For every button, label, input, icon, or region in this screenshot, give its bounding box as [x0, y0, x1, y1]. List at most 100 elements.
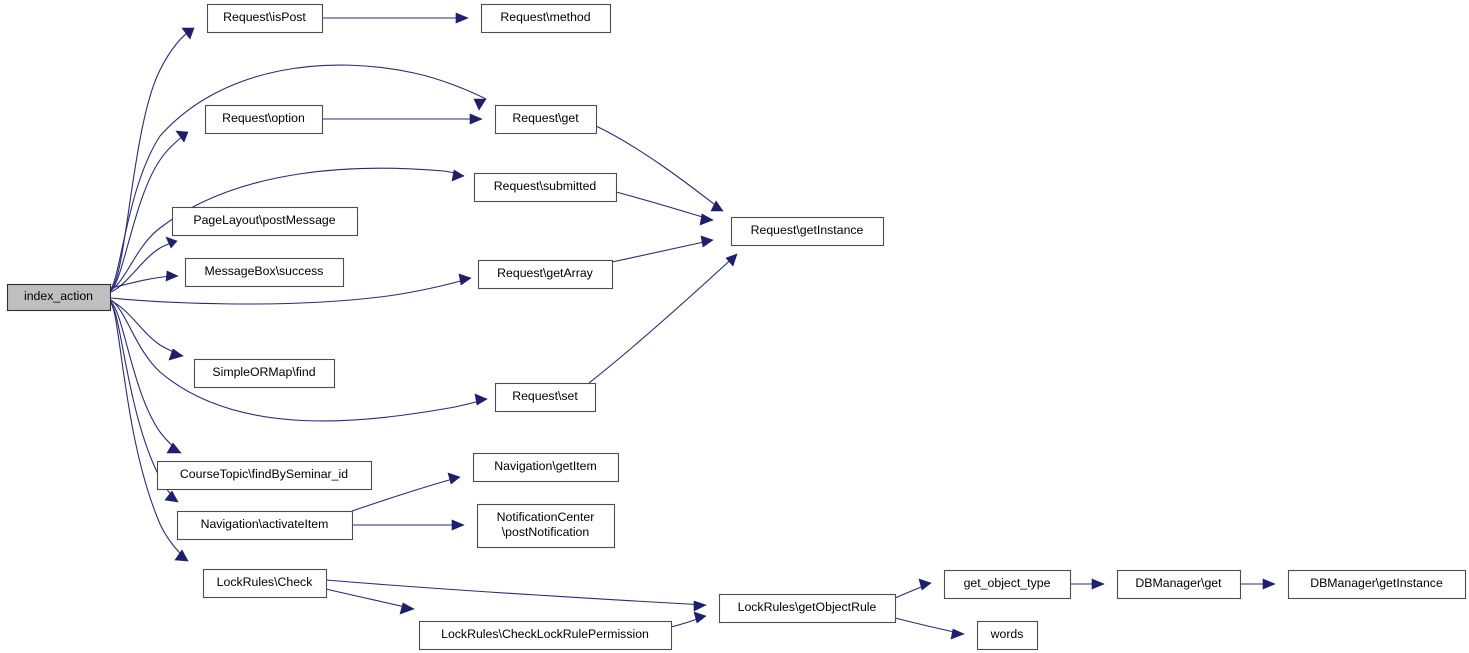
node-words[interactable]: words [976, 620, 1039, 651]
edge-get-to-getInstance [595, 125, 724, 212]
arrow-head-icon [165, 270, 179, 282]
arrow-head-icon [447, 472, 461, 485]
node-getInstance[interactable]: Request\getInstance [730, 216, 885, 247]
edge-line [110, 277, 472, 305]
arrow-head-icon [693, 611, 707, 624]
arrow-head-icon [175, 130, 189, 143]
node-label: LockRules\CheckLockRulePermission [441, 627, 649, 641]
node-box[interactable] [1116, 569, 1242, 600]
node-box[interactable] [1287, 569, 1467, 600]
node-label: Request\get [512, 111, 579, 125]
edge-index_action-to-isPost [110, 27, 195, 291]
arrow-head-icon [693, 600, 707, 612]
node-method[interactable]: Request\method [480, 3, 612, 34]
node-dbgetInstance[interactable]: DBManager\getInstance [1287, 569, 1467, 600]
arrow-head-icon [165, 236, 178, 249]
node-label: LockRules\Check [217, 575, 314, 589]
node-get[interactable]: Request\get [494, 104, 598, 135]
arrow-head-icon [164, 490, 179, 503]
node-label: Request\set [512, 389, 578, 403]
node-getArray[interactable]: Request\getArray [477, 259, 614, 290]
node-checkPerm[interactable]: LockRules\CheckLockRulePermission [418, 620, 673, 651]
arrow-head-icon [1091, 578, 1105, 590]
node-box[interactable] [943, 569, 1072, 600]
edge-checkPerm-to-getObjectRule [670, 611, 707, 628]
node-box[interactable] [976, 620, 1039, 651]
node-box[interactable] [480, 3, 612, 34]
edge-line [110, 240, 178, 293]
edge-index_action-to-postMessage [110, 236, 178, 293]
edge-index_action-to-check [110, 302, 189, 562]
node-getItem[interactable]: Navigation\getItem [472, 452, 620, 483]
node-box[interactable] [718, 593, 897, 624]
node-find[interactable]: SimpleORMap\find [193, 358, 336, 389]
node-activateItem[interactable]: Navigation\activateItem [176, 510, 354, 541]
edge-isPost-to-method [322, 12, 469, 24]
arrow-head-icon [699, 213, 714, 226]
edge-line [325, 588, 415, 610]
node-option[interactable]: Request\option [204, 104, 324, 135]
node-get_object_type[interactable]: get_object_type [943, 569, 1072, 600]
edge-submitted-to-getInstance [615, 191, 714, 226]
edge-option-to-get [322, 113, 483, 125]
edge-check-to-getObjectRule [325, 579, 707, 612]
node-index_action[interactable]: index_action [6, 283, 112, 312]
node-box[interactable] [6, 283, 112, 312]
node-box[interactable] [494, 104, 598, 135]
node-box[interactable] [418, 620, 673, 651]
edge-getArray-to-getInstance [611, 235, 714, 263]
node-box[interactable] [476, 503, 616, 549]
edge-activateItem-to-getItem [351, 472, 461, 512]
node-box[interactable] [156, 460, 373, 491]
edge-index_action-to-find [110, 300, 184, 361]
node-box[interactable] [477, 259, 614, 290]
edge-check-to-checkPerm [325, 588, 415, 615]
node-set[interactable]: Request\set [494, 382, 597, 413]
arrow-head-icon [725, 253, 738, 267]
node-box[interactable] [204, 104, 324, 135]
node-box[interactable] [176, 510, 354, 541]
node-label: Request\option [222, 111, 305, 125]
edge-set-to-getInstance [588, 253, 738, 384]
edge-line [110, 167, 465, 291]
node-label: MessageBox\success [205, 264, 324, 278]
node-isPost[interactable]: Request\isPost [206, 3, 324, 34]
node-postMessage[interactable]: PageLayout\postMessage [171, 206, 359, 237]
node-box[interactable] [202, 568, 328, 599]
node-findBySeminar[interactable]: CourseTopic\findBySeminar_id [156, 460, 373, 491]
node-label: Request\method [500, 10, 590, 24]
arrow-head-icon [473, 98, 487, 111]
node-box[interactable] [206, 3, 324, 34]
arrow-head-icon [166, 442, 182, 454]
node-label: Request\getArray [497, 266, 594, 280]
edge-line [110, 301, 182, 454]
edge-line [110, 302, 189, 562]
arrow-head-icon [455, 12, 469, 24]
node-dbget[interactable]: DBManager\get [1116, 569, 1242, 600]
node-box[interactable] [472, 452, 620, 483]
node-box[interactable] [193, 358, 336, 389]
node-box[interactable] [730, 216, 885, 247]
edge-index_action-to-activateItem [110, 302, 179, 503]
arrow-head-icon [710, 200, 724, 212]
edge-line [351, 476, 461, 512]
node-box[interactable] [473, 172, 618, 203]
edge-dbget-to-dbgetInstance [1240, 578, 1276, 590]
edge-index_action-to-success [110, 270, 179, 289]
node-box[interactable] [171, 206, 359, 237]
arrow-head-icon [451, 169, 465, 182]
node-box[interactable] [494, 382, 597, 413]
node-check[interactable]: LockRules\Check [202, 568, 328, 599]
node-submitted[interactable]: Request\submitted [473, 172, 618, 203]
node-getObjectRule[interactable]: LockRules\getObjectRule [718, 593, 897, 624]
node-label: NotificationCenter\postNotification [497, 510, 595, 539]
arrow-head-icon [168, 348, 184, 361]
edge-line [110, 299, 488, 422]
node-box[interactable] [184, 257, 345, 288]
edge-index_action-to-getArray [110, 273, 472, 305]
node-success[interactable]: MessageBox\success [184, 257, 345, 288]
arrow-head-icon [474, 393, 488, 406]
node-postNotification[interactable]: NotificationCenter\postNotification [476, 503, 616, 549]
edge-line [588, 253, 738, 384]
